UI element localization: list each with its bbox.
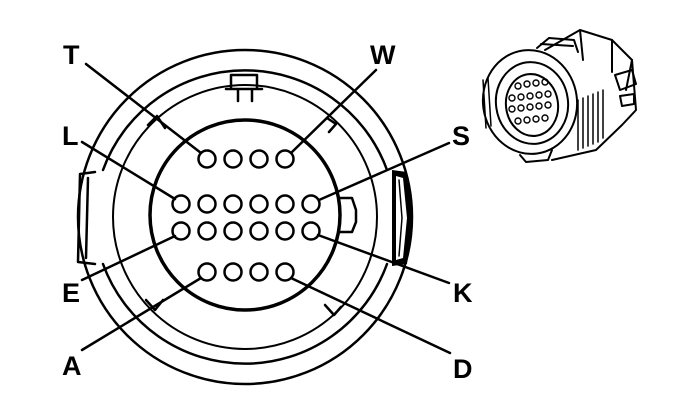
pin-row-1 [197, 149, 295, 169]
perspective-pin [544, 90, 552, 98]
pin [171, 194, 191, 214]
pin [301, 221, 321, 241]
perspective-pin [514, 117, 522, 125]
leader-line-W [289, 68, 378, 155]
leader-line-K [316, 233, 451, 285]
perspective-pin [523, 116, 531, 124]
pin-field [171, 149, 321, 282]
keying-band [112, 84, 378, 350]
label-T: T [63, 40, 80, 70]
pin-labels: T W L S E K A D [62, 40, 473, 384]
perspective-pin-field [504, 73, 560, 137]
perspective-front-ring [481, 49, 579, 155]
label-S: S [452, 121, 470, 151]
pin-row-3 [171, 221, 321, 241]
left-side-clip [76, 170, 97, 266]
pin [275, 221, 295, 241]
leader-line-D [289, 276, 452, 355]
connector-perspective-view [481, 29, 637, 163]
leader-line-A [80, 276, 203, 352]
right-key-notch [338, 196, 358, 234]
perspective-pin [517, 104, 525, 112]
pin-field-boundary [148, 118, 342, 312]
label-E: E [62, 278, 80, 308]
perspective-pin [523, 80, 531, 88]
perspective-pin [517, 93, 525, 101]
pin [301, 194, 321, 214]
leader-lines [80, 62, 452, 355]
pin [275, 262, 295, 282]
pin [223, 149, 243, 169]
pin [223, 221, 243, 241]
pin-row-2 [171, 194, 321, 214]
perspective-pin [508, 94, 516, 102]
perspective-latch [614, 69, 637, 107]
perspective-pins [508, 78, 552, 125]
pin [171, 221, 191, 241]
right-side-clip [392, 170, 412, 266]
pin [223, 194, 243, 214]
keying-notch-top-right [325, 116, 338, 134]
pin [197, 149, 217, 169]
label-K: K [453, 278, 473, 308]
pin [197, 194, 217, 214]
connector-face [76, 48, 414, 386]
label-L: L [62, 121, 79, 151]
perspective-pin [526, 103, 534, 111]
pin [249, 194, 269, 214]
perspective-front-inner-ring [494, 61, 570, 145]
perspective-pin [535, 91, 543, 99]
perspective-pin [514, 82, 522, 90]
perspective-pin [526, 92, 534, 100]
label-D: D [453, 354, 473, 384]
perspective-pin [541, 78, 549, 86]
perspective-pin [532, 115, 540, 123]
pin-row-4 [197, 262, 295, 282]
pin [275, 149, 295, 169]
perspective-ribs [577, 89, 604, 151]
pin [197, 221, 217, 241]
pin [249, 262, 269, 282]
keying-notch-bottom-right [323, 303, 343, 317]
leader-line-E [80, 234, 177, 282]
perspective-pin [541, 114, 549, 122]
perspective-bottom-clip [519, 149, 553, 163]
pin [249, 221, 269, 241]
pin [275, 194, 295, 214]
pin [249, 149, 269, 169]
outer-shell [76, 48, 414, 386]
perspective-top-clip [536, 37, 579, 53]
pin [197, 262, 217, 282]
top-latch [224, 73, 264, 103]
perspective-pin [532, 79, 540, 87]
leader-line-T [84, 62, 203, 155]
perspective-pin [508, 105, 516, 113]
perspective-pin [535, 102, 543, 110]
label-W: W [370, 40, 396, 70]
pin [223, 262, 243, 282]
inner-shell-ring [101, 69, 389, 365]
leader-line-S [317, 141, 451, 202]
leader-line-L [80, 140, 177, 201]
label-A: A [62, 351, 82, 381]
perspective-pin [544, 101, 552, 109]
